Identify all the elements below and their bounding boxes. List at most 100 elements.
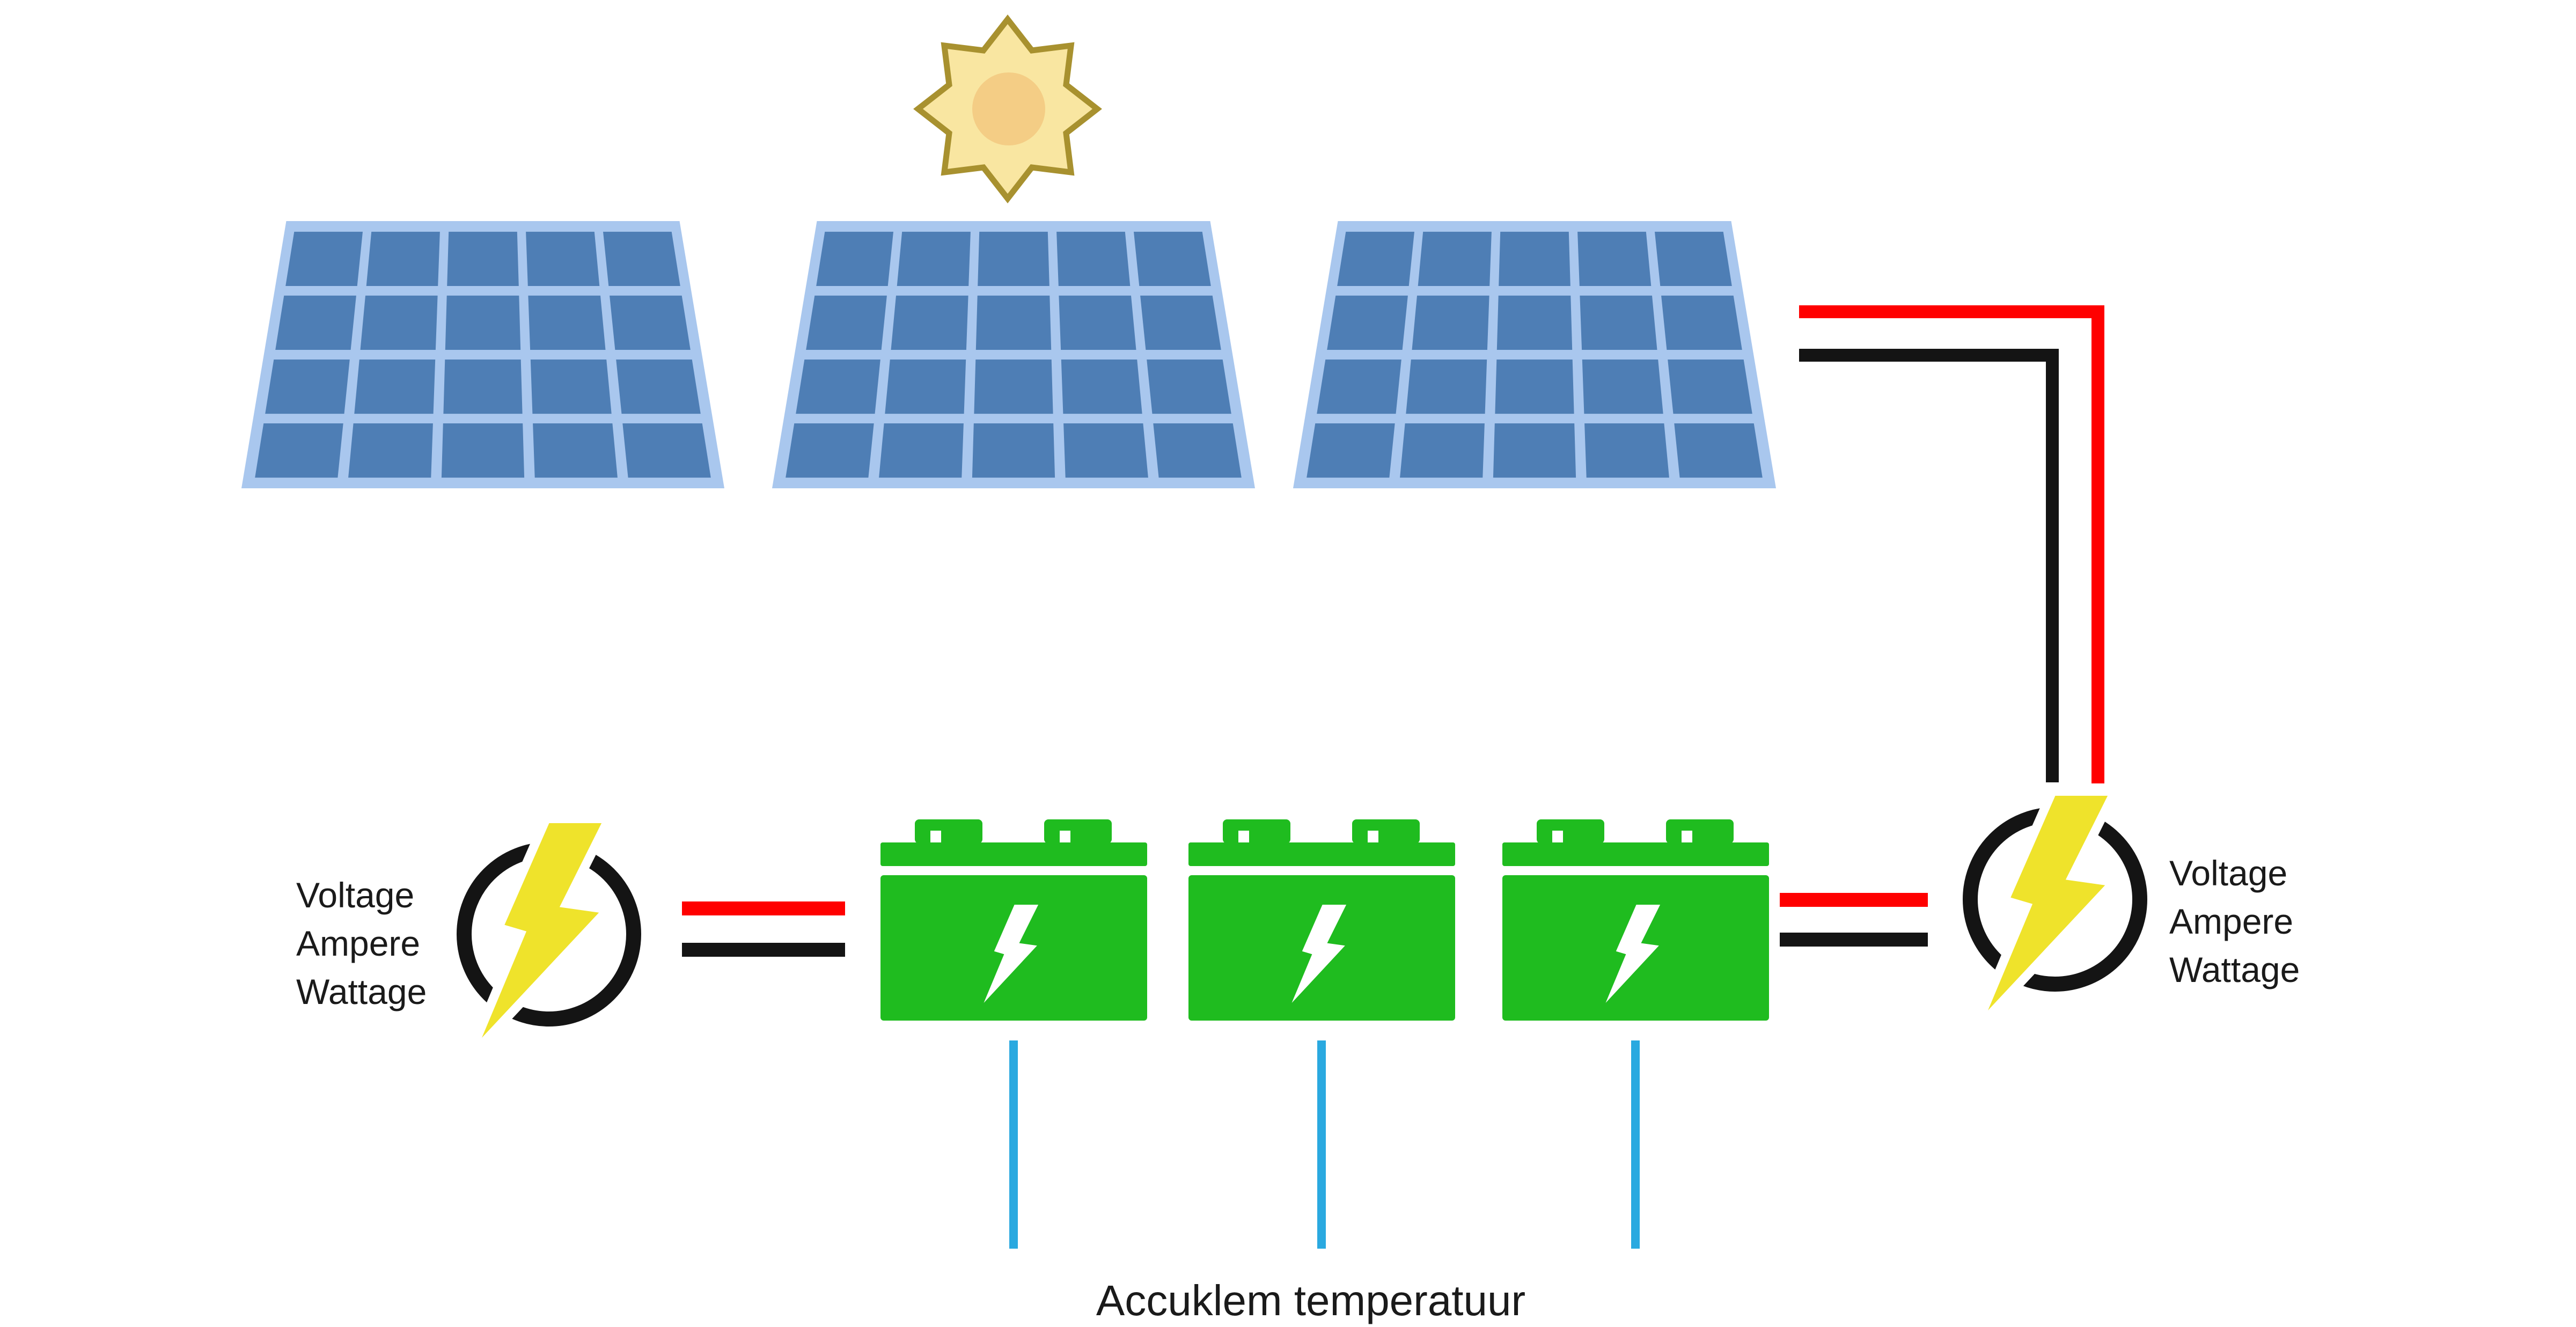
solar-cell <box>354 360 436 414</box>
lightning-bolt-icon <box>1988 796 2108 1010</box>
left-energy-meter-icon <box>457 814 641 1047</box>
solar-cell <box>1655 231 1732 286</box>
solar-cell <box>1063 423 1148 478</box>
solar-cell <box>1496 295 1573 350</box>
solar-cell <box>447 231 519 286</box>
battery-top-bar <box>1502 842 1769 866</box>
lightning-bolt-icon <box>482 823 602 1038</box>
solar-cell <box>1307 423 1395 478</box>
solar-cell <box>1499 231 1570 286</box>
solar-cell <box>1317 360 1401 414</box>
solar-cell <box>528 295 606 350</box>
battery-terminal <box>1044 819 1112 844</box>
battery-bank <box>880 819 1769 1021</box>
battery-icon <box>1188 819 1455 1021</box>
solar-panel <box>772 221 1255 488</box>
wires <box>682 305 2104 957</box>
solar-cell <box>1061 360 1142 414</box>
battery-terminal <box>1352 819 1420 844</box>
solar-cell <box>1412 295 1489 350</box>
solar-cell <box>891 295 968 350</box>
solar-cell <box>445 295 521 350</box>
solar-cell <box>1674 423 1763 478</box>
lightning-bolt-icon <box>1291 905 1347 1003</box>
solar-cell <box>1400 423 1485 478</box>
solar-cell <box>972 423 1055 478</box>
solar-cell <box>285 231 363 286</box>
solar-panel-frame <box>1293 221 1776 488</box>
solar-cell <box>806 295 887 350</box>
left-meter-labels: Voltage Ampere Wattage <box>296 871 427 1016</box>
solar-cell <box>533 423 618 478</box>
solar-cell <box>879 423 964 478</box>
solar-cell <box>255 423 343 478</box>
sun-core <box>972 72 1045 145</box>
solar-cell <box>1059 295 1136 350</box>
solar-cell <box>885 360 966 414</box>
solar-cell <box>975 295 1052 350</box>
solar-cell <box>1418 231 1492 286</box>
left-meter-label-ampere: Ampere <box>296 923 421 963</box>
battery-terminal-temperature-label: Accuklem temperatuur <box>1096 1277 1526 1324</box>
left-meter-label-voltage: Voltage <box>296 875 415 915</box>
terminal-notch <box>1682 831 1692 844</box>
solar-cell <box>441 423 525 478</box>
solar-cell <box>1582 360 1663 414</box>
temperature-sensor-wires <box>1009 1040 1640 1249</box>
battery-terminal <box>1537 819 1604 844</box>
solar-panel-frame <box>241 221 724 488</box>
battery-icon <box>1502 819 1769 1021</box>
solar-cell <box>1406 360 1487 414</box>
negative-wire-panels-to-meter <box>1799 349 2059 782</box>
battery-terminal <box>1223 819 1290 844</box>
solar-cell <box>978 231 1050 286</box>
solar-panel-array <box>241 221 1776 488</box>
battery-top-bar <box>1188 842 1455 866</box>
terminal-notch <box>1368 831 1378 844</box>
terminal-notch <box>930 831 941 844</box>
solar-cell <box>1056 231 1131 286</box>
solar-cell <box>526 231 600 286</box>
battery-icon <box>880 819 1147 1021</box>
battery-terminal <box>1666 819 1734 844</box>
solar-cell <box>897 231 971 286</box>
solar-cell <box>622 423 711 478</box>
battery-terminal <box>915 819 982 844</box>
right-meter-label-wattage: Wattage <box>2169 950 2300 989</box>
solar-cell <box>1140 295 1221 350</box>
solar-cell <box>816 231 893 286</box>
solar-cell <box>360 295 438 350</box>
solar-cell <box>610 295 691 350</box>
temperature-sensor-wire <box>1631 1040 1640 1249</box>
solar-cell <box>603 231 680 286</box>
solar-cell <box>1153 423 1242 478</box>
solar-cell <box>530 360 612 414</box>
right-meter-label-ampere: Ampere <box>2169 901 2294 941</box>
solar-cell <box>265 360 350 414</box>
solar-cell <box>275 295 356 350</box>
solar-panel-frame <box>772 221 1255 488</box>
sun-icon <box>913 14 1102 203</box>
temperature-sensor-wire <box>1009 1040 1018 1249</box>
positive-wire-panels-to-meter <box>1799 305 2104 783</box>
solar-cell <box>348 423 433 478</box>
lightning-bolt-icon <box>1605 905 1661 1003</box>
terminal-notch <box>1060 831 1070 844</box>
solar-cell <box>1580 295 1657 350</box>
solar-cell <box>1327 295 1408 350</box>
solar-cell <box>974 360 1053 414</box>
solar-cell <box>366 231 440 286</box>
lightning-bolt-icon <box>984 905 1039 1003</box>
solar-cell <box>1668 360 1752 414</box>
solar-cell <box>1337 231 1414 286</box>
right-meter-labels: Voltage Ampere Wattage <box>2169 849 2300 994</box>
left-meter-label-wattage: Wattage <box>296 972 427 1011</box>
solar-panel <box>1293 221 1776 488</box>
solar-cell <box>1584 423 1669 478</box>
terminal-notch <box>1238 831 1249 844</box>
solar-cell <box>1577 231 1652 286</box>
solar-cell <box>796 360 880 414</box>
solar-cell <box>1493 423 1576 478</box>
